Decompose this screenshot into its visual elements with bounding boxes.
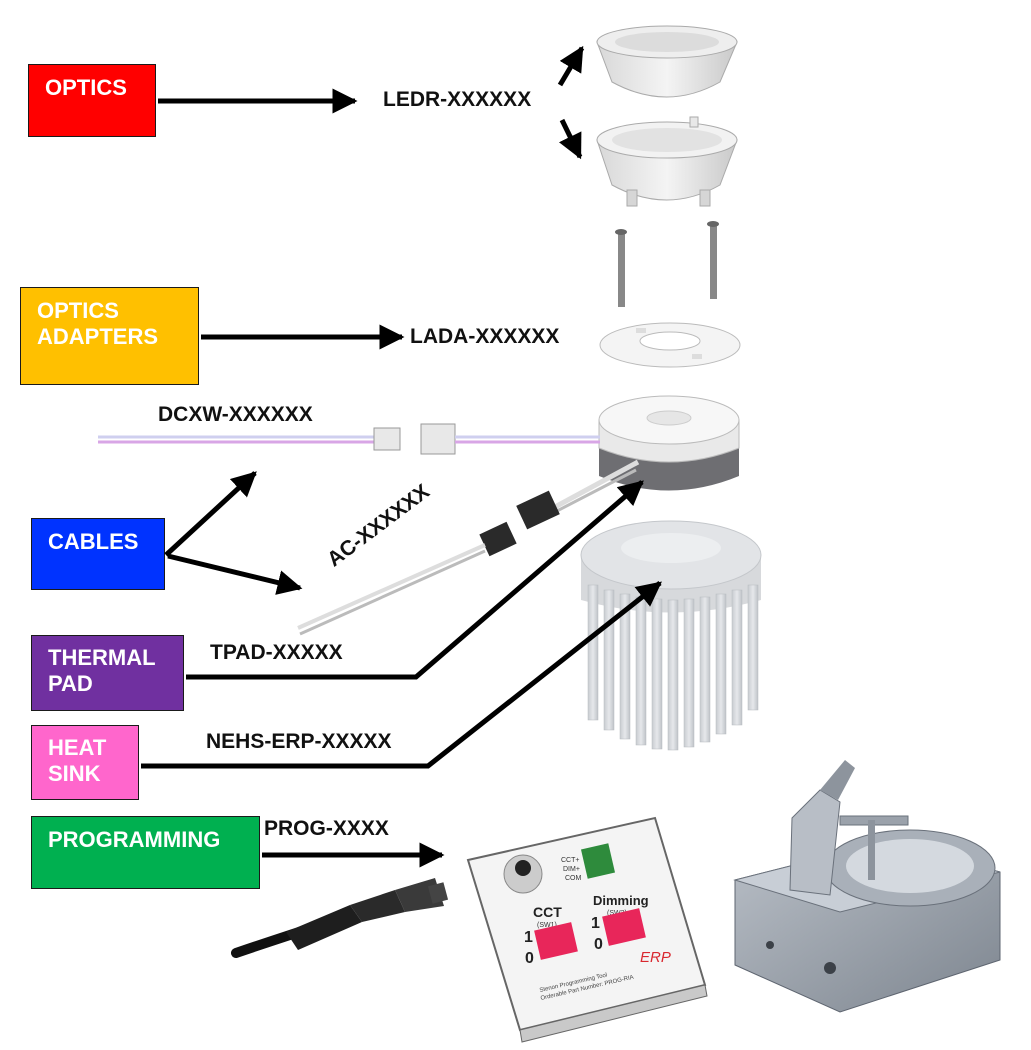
- optics-arrows: [158, 45, 585, 160]
- dimming-label: Dimming: [593, 893, 649, 908]
- ledr-to-top-lens-arrow: [557, 45, 585, 87]
- programmer-device: CCT+ DIM+ COM CCT (SW1) Dimming (SW2) 1 …: [466, 816, 708, 1043]
- lens-reflector-bottom: [596, 116, 738, 207]
- ledr-part-label: LEDR-XXXXXX: [383, 88, 532, 111]
- lens-reflector-top: [596, 25, 738, 98]
- dc-cable: [98, 423, 600, 455]
- cables-to-dcxw-arrow: [164, 471, 257, 557]
- cct-label: CCT: [533, 904, 562, 920]
- terminal-label-com: COM: [565, 875, 582, 882]
- cct-sub-label: (SW1): [537, 922, 557, 929]
- heat-sink-arrow: [141, 581, 662, 769]
- optics-adapters-label-line-1: OPTICS: [37, 298, 119, 323]
- heat-sink-label-line-2: SINK: [48, 761, 101, 786]
- cct-switch-zero: 0: [525, 950, 534, 967]
- programming-fixture: [733, 760, 1001, 1013]
- thermal-pad-label-line-1: THERMAL: [48, 645, 156, 670]
- thermal-pad-label-line-2: PAD: [48, 671, 93, 696]
- cables-arrows: [164, 471, 303, 595]
- optics-adapters-category-box: OPTICS ADAPTERS: [20, 287, 199, 385]
- optics-category-label: OPTICS: [45, 75, 127, 100]
- thermal-pad-arrow: [186, 480, 644, 680]
- terminal-label-dim: DIM+: [563, 866, 580, 873]
- cct-dip-switch[interactable]: [534, 922, 578, 960]
- tpad-part-label: TPAD-XXXXX: [210, 641, 343, 664]
- cables-category-label: CABLES: [48, 529, 139, 554]
- heat-sink-illustration: [580, 520, 762, 751]
- optics-adapter-ring: [599, 322, 741, 368]
- cct-switch-one: 1: [524, 929, 533, 946]
- dimming-switch-zero: 0: [594, 936, 603, 953]
- programming-category-box: PROGRAMMING: [31, 816, 260, 889]
- dimming-dip-switch[interactable]: [602, 908, 646, 946]
- dcxw-part-label: DCXW-XXXXXX: [158, 403, 313, 426]
- optics-category-box: OPTICS: [28, 64, 156, 137]
- thermal-pad-category-box: THERMAL PAD: [31, 635, 184, 711]
- mounting-screws: [615, 221, 719, 307]
- heat-sink-category-box: HEAT SINK: [31, 725, 139, 800]
- heat-sink-leader-arrow: [141, 581, 662, 769]
- optics-adapters-label-line-2: ADAPTERS: [37, 324, 159, 349]
- ac-cable: [297, 459, 640, 636]
- nehs-part-label: NEHS-ERP-XXXXX: [206, 730, 392, 753]
- cables-category-box: CABLES: [31, 518, 165, 590]
- ledr-to-bottom-lens-arrow: [558, 118, 583, 160]
- heat-sink-label-line-1: HEAT: [48, 735, 107, 760]
- prog-part-label: PROG-XXXX: [264, 817, 389, 840]
- thermal-pad-leader-arrow: [186, 480, 644, 680]
- erp-logo: ERP: [640, 949, 671, 966]
- lada-part-label: LADA-XXXXXX: [410, 325, 560, 348]
- programming-usb-cable: [231, 878, 449, 958]
- cables-to-ac-arrow: [167, 553, 303, 595]
- terminal-label-cct: CCT+: [561, 857, 579, 864]
- dimming-switch-one: 1: [591, 915, 600, 932]
- programming-category-label: PROGRAMMING: [48, 827, 221, 852]
- led-module: [598, 395, 740, 491]
